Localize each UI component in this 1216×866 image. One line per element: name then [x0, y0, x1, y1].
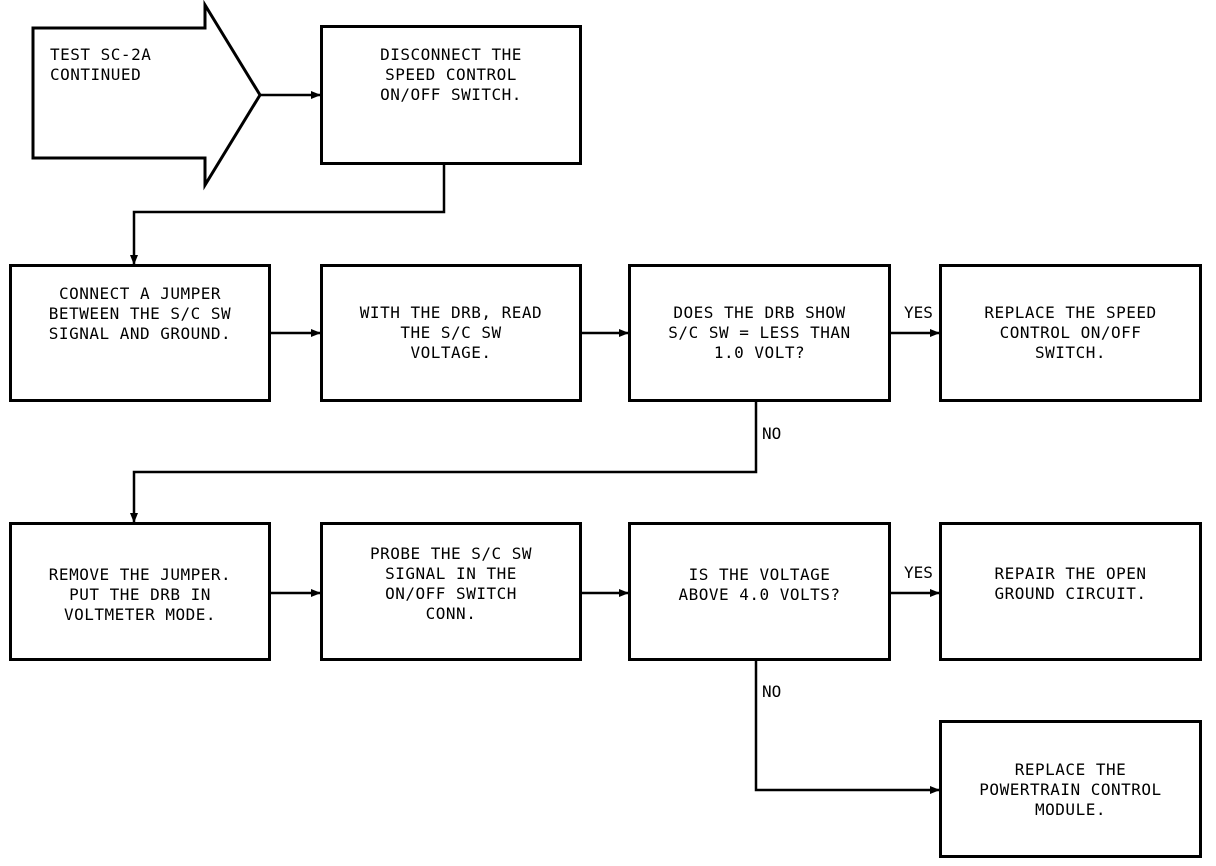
box-replace-pcm-text: REPLACE THE POWERTRAIN CONTROL MODULE.: [979, 760, 1162, 819]
connector-disconnect-to-jumper: [130, 165, 446, 265]
box-repair-ground-text: REPAIR THE OPEN GROUND CIRCUIT.: [994, 564, 1147, 603]
label-no-1: NO: [762, 424, 782, 443]
connector-decision1-no: [130, 402, 758, 523]
box-replace-pcm: [939, 720, 1202, 858]
label-no-2: NO: [762, 682, 782, 701]
label-yes-1: YES: [904, 303, 933, 322]
box-decision-2-text: IS THE VOLTAGE ABOVE 4.0 VOLTS?: [678, 565, 841, 604]
box-replace-switch-text: REPLACE THE SPEED CONTROL ON/OFF SWITCH.: [984, 303, 1157, 362]
box-disconnect: [320, 25, 582, 165]
box-decision-1: [628, 264, 891, 402]
box-replace-switch: [939, 264, 1202, 402]
box-read-voltage-text: WITH THE DRB, READ THE S/C SW VOLTAGE.: [359, 303, 543, 362]
box-connect-jumper-text: CONNECT A JUMPER BETWEEN THE S/C SW SIGN…: [48, 284, 232, 343]
box-probe-signal-text: PROBE THE S/C SW SIGNAL IN THE ON/OFF SW…: [369, 544, 533, 623]
connector-decision2-no: [754, 661, 940, 794]
box-repair-ground: [939, 522, 1202, 661]
box-read-voltage: [320, 264, 582, 402]
start-label: TEST SC-2A CONTINUED: [50, 45, 152, 84]
box-connect-jumper: [9, 264, 271, 402]
start-arrow-shape: [31, 0, 262, 191]
box-probe-signal: [320, 522, 582, 661]
box-decision-1-text: DOES THE DRB SHOW S/C SW = LESS THAN 1.0…: [668, 303, 851, 362]
box-remove-jumper-text: REMOVE THE JUMPER. PUT THE DRB IN VOLTME…: [48, 565, 232, 624]
box-disconnect-text: DISCONNECT THE SPEED CONTROL ON/OFF SWIT…: [380, 45, 522, 104]
label-yes-2: YES: [904, 563, 933, 582]
box-decision-2: [628, 522, 891, 661]
box-remove-jumper: [9, 522, 271, 661]
